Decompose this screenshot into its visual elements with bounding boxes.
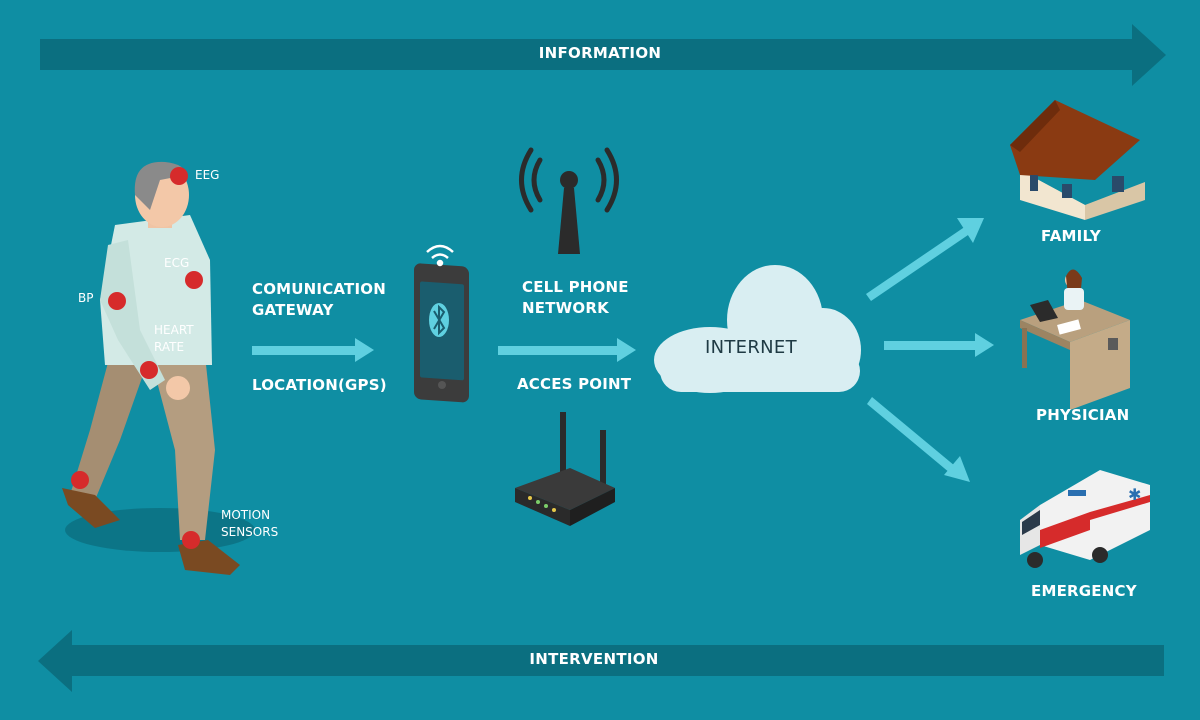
patient-figure <box>62 161 255 575</box>
motion-sensor-dot-front <box>182 531 200 549</box>
intervention-label: INTERVENTION <box>529 650 659 668</box>
ecg-sensor-dot <box>185 271 203 289</box>
physician-icon <box>1020 269 1130 410</box>
arrow-to-family <box>866 218 984 301</box>
intervention-banner-arrow <box>38 630 1164 692</box>
family-label: FAMILY <box>1041 227 1101 245</box>
physician-label: PHYSICIAN <box>1036 406 1130 424</box>
communication-gateway-label: COMUNICATION GATEWAY <box>252 280 386 319</box>
eeg-label: EEG <box>195 168 220 182</box>
emergency-label: EMERGENCY <box>1031 582 1137 600</box>
bp-label: BP <box>78 291 94 305</box>
cell-tower-icon <box>519 147 619 254</box>
information-banner-arrow <box>40 24 1166 86</box>
location-gps-label: LOCATION(GPS) <box>252 376 387 394</box>
eeg-sensor-dot <box>170 167 188 185</box>
heart-rate-sensor-dot <box>140 361 158 379</box>
arrow-to-phone <box>252 338 374 362</box>
svg-text:✱: ✱ <box>1128 485 1141 504</box>
smartphone-icon <box>414 263 469 403</box>
cell-phone-network-label: CELL PHONE NETWORK <box>522 278 629 317</box>
access-point-label: ACCES POINT <box>517 375 632 393</box>
ambulance-icon: ✱ <box>1020 470 1150 568</box>
motion-sensor-dot-back <box>71 471 89 489</box>
ecg-label: ECG <box>164 256 190 270</box>
router-icon <box>515 412 615 526</box>
internet-cloud-icon <box>654 265 861 393</box>
bp-sensor-dot <box>108 292 126 310</box>
house-icon <box>1010 100 1145 220</box>
internet-label: INTERNET <box>705 337 797 358</box>
wifi-signal-icon <box>426 244 454 267</box>
arrow-to-emergency <box>867 397 970 482</box>
arrow-to-physician <box>884 333 994 357</box>
arrow-to-internet <box>498 338 636 362</box>
information-label: INFORMATION <box>538 44 662 62</box>
motion-sensors-label: MOTION SENSORS <box>221 508 279 539</box>
heart-rate-label: HEART RATE <box>154 323 194 354</box>
